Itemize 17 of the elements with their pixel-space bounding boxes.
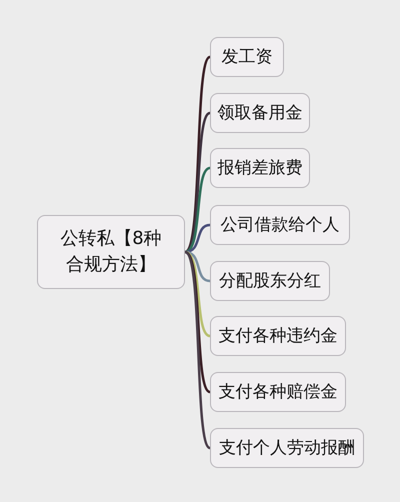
connector-line — [184, 251, 211, 449]
branch-box: 公司借款给个人 — [210, 205, 350, 245]
connector-line — [184, 224, 210, 254]
branch-box: 支付个人劳动报酬 — [210, 428, 364, 468]
branch-box: 分配股东分红 — [210, 261, 330, 301]
connector-line — [184, 250, 211, 338]
branch-box: 支付各种违约金 — [210, 316, 346, 356]
topic-box: 公转私【8种合规方法】 — [37, 215, 185, 289]
connector-line — [184, 250, 211, 393]
branch-box: 领取备用金 — [210, 93, 310, 133]
branch-box: 报销差旅费 — [210, 148, 310, 188]
connector-line — [184, 56, 211, 253]
connector-line — [184, 166, 211, 254]
branch-box: 支付各种赔偿金 — [210, 372, 346, 412]
connector-line — [184, 250, 210, 282]
connector-line — [184, 112, 211, 254]
branch-box: 发工资 — [210, 37, 284, 77]
